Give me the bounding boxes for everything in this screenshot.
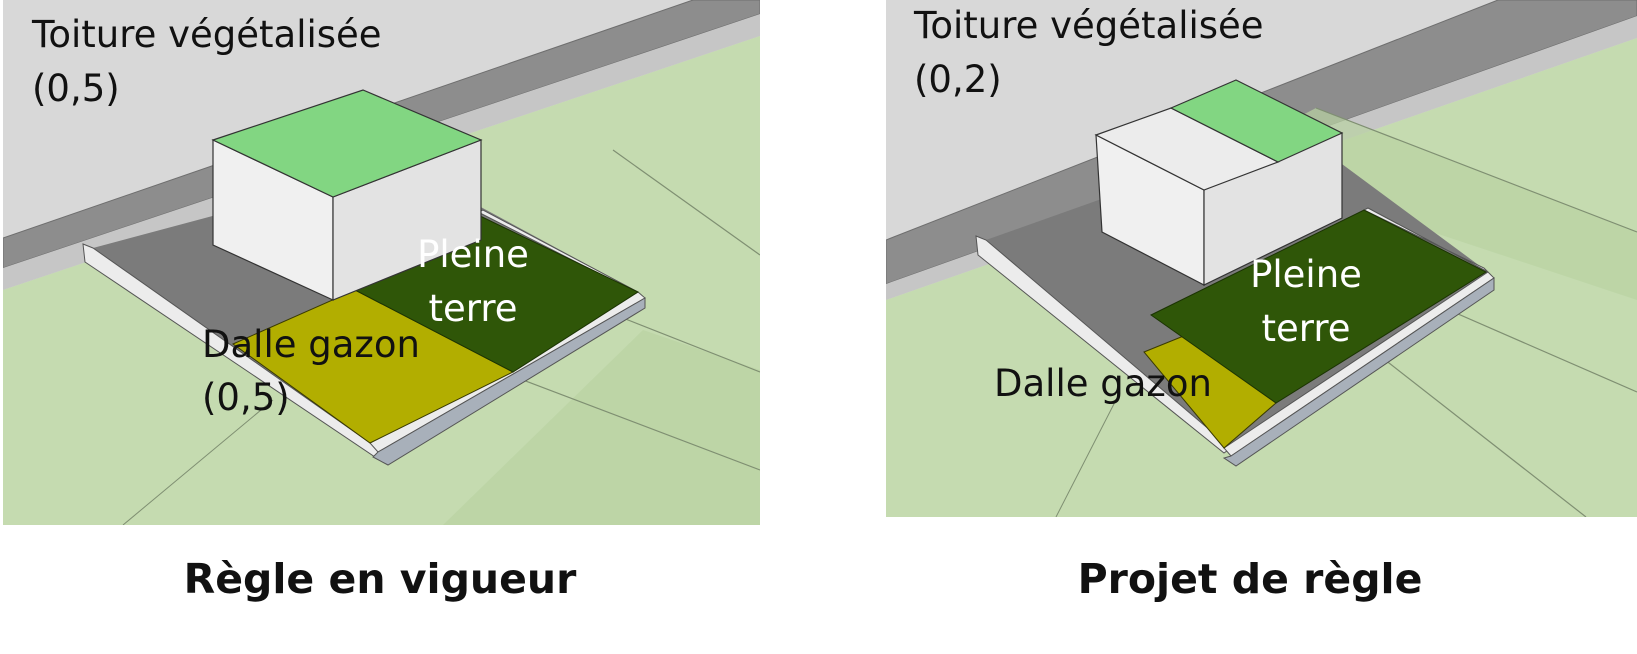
pleine-terre-label-line1: Pleine — [1250, 253, 1362, 296]
lot-line — [622, 317, 760, 373]
roof-label: Toiture végétalisée — [914, 4, 1264, 47]
dalle-gazon-coefficient: (0,5) — [202, 376, 290, 419]
lot-line — [1365, 344, 1587, 517]
left-scene-drawing — [3, 0, 760, 525]
curb-top-back — [1362, 207, 1489, 273]
green-roof — [211, 89, 483, 198]
lot-line — [522, 379, 760, 471]
dalle-gazon-label: Dalle gazon — [994, 362, 1212, 405]
left-caption: Règle en vigueur — [183, 555, 577, 603]
roof-coefficient: (0,5) — [32, 67, 120, 110]
curb-side-front — [1222, 277, 1495, 467]
roof-label: Toiture végétalisée — [32, 13, 382, 56]
lot-line — [122, 399, 274, 525]
lot-line — [1055, 399, 1117, 517]
pleine-terre-label-line2: terre — [1261, 307, 1351, 350]
lawn-strip — [443, 330, 760, 525]
lot-line — [1315, 107, 1637, 233]
right-caption: Projet de règle — [1077, 555, 1423, 603]
curb-side-front — [372, 297, 646, 466]
green-roof — [1169, 79, 1344, 163]
pleine-terre-label-line2: terre — [428, 287, 518, 330]
lot-line — [612, 149, 760, 256]
left-scene: Toiture végétalisée (0,5) Pleine terre D… — [3, 0, 760, 525]
right-scene-drawing — [886, 0, 1637, 517]
pleine-terre-area — [1150, 209, 1488, 404]
right-scene: Toiture végétalisée (0,2) Pleine terre D… — [886, 0, 1637, 517]
pleine-terre-label-line1: Pleine — [417, 233, 529, 276]
roof-coefficient: (0,2) — [914, 58, 1002, 101]
lot-line — [1425, 299, 1637, 393]
dalle-gazon-label: Dalle gazon — [202, 323, 420, 366]
